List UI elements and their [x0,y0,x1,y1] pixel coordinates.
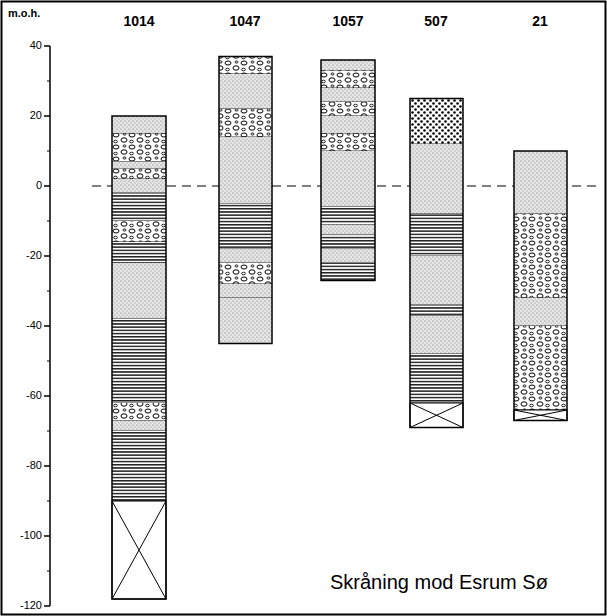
sand-layer [321,60,375,71]
borehole-number: 507 [424,14,447,28]
sand-layer [321,116,375,134]
clay-layer [410,214,463,256]
gravel-layer [112,221,166,242]
borehole-number: 1014 [123,14,154,28]
axis-tick [44,395,50,397]
no-data-cross [112,501,166,599]
clay-layer [321,207,375,225]
borehole-column [321,60,375,281]
axis-value: -120 [20,600,42,611]
caption-note: Skråning mod Esrum Sø [330,572,548,592]
axis-value: -80 [26,460,42,471]
axis-tick [44,535,50,537]
axis-minor-tick [47,501,50,502]
borehole-number: 21 [532,14,548,28]
clay-layer [112,319,166,403]
borehole-number: 1057 [332,14,363,28]
sand-layer [321,225,375,236]
sand-layer [112,116,166,134]
no-data-cross [410,403,463,428]
axis-tick [44,325,50,327]
borehole-column [410,99,463,428]
axis-value: -20 [26,250,42,261]
no-data-cross [410,403,463,428]
gravel-layer [219,57,272,75]
axis-minor-tick [47,571,50,572]
axis-value: 20 [30,110,42,121]
sand-layer [219,74,272,109]
axis-tick [44,185,50,187]
axis-tick [44,45,50,47]
axis-minor-tick [47,151,50,152]
borehole-column [112,116,166,599]
axis-tick [44,605,50,607]
sand-layer [112,162,166,169]
sand-layer [112,421,166,432]
sand-layer [410,256,463,305]
axis-tick [44,115,50,117]
clay-layer [219,204,272,250]
no-data-cross [112,501,166,599]
clay-layer [410,305,463,316]
gravel-layer [112,169,166,180]
axis-unit: m.o.h. [8,8,40,19]
axis-value: -60 [26,390,42,401]
axis-value: -40 [26,320,42,331]
gravel-layer [112,403,166,421]
clay-layer [112,193,166,221]
sand-layer [219,137,272,204]
no-data-section [112,501,166,599]
no-data-section [514,410,567,421]
sand-layer [514,298,567,326]
sand-layer [112,263,166,319]
gravel-layer [321,102,375,116]
gravel-layer [514,326,567,410]
sand-layer [219,249,272,263]
no-data-section [410,403,463,428]
clay-layer [321,263,375,281]
axis-minor-tick [47,291,50,292]
axis-value: 0 [36,180,42,191]
clay-layer [112,431,166,501]
sand-layer [410,144,463,214]
sand-layer [112,179,166,193]
sand-layer [321,88,375,102]
sand-layer [321,249,375,263]
axis-minor-tick [47,361,50,362]
borehole-number: 1047 [229,14,260,28]
borehole-column [219,57,272,344]
gravel-layer [219,109,272,137]
axis-value: -100 [20,530,42,541]
clay-layer [321,235,375,249]
axis-minor-tick [47,221,50,222]
gravel-layer [321,71,375,89]
gravel-layer [112,134,166,162]
axis-minor-tick [47,431,50,432]
borehole-column [514,151,567,421]
no-data-cross [514,410,567,421]
sand-layer [219,284,272,298]
gravel-layer [514,214,567,298]
gravel-layer [219,263,272,284]
axis-minor-tick [47,81,50,82]
sand-layer [321,151,375,207]
sand-layer [410,316,463,355]
no-data-cross [514,410,567,421]
sand-layer [219,298,272,344]
clay-layer [112,242,166,263]
axis-tick [44,255,50,257]
dense-layer [410,99,463,145]
axis-tick [44,465,50,467]
clay-layer [410,354,463,403]
gravel-layer [321,134,375,152]
sand-layer [514,151,567,214]
axis-value: 40 [30,40,42,51]
